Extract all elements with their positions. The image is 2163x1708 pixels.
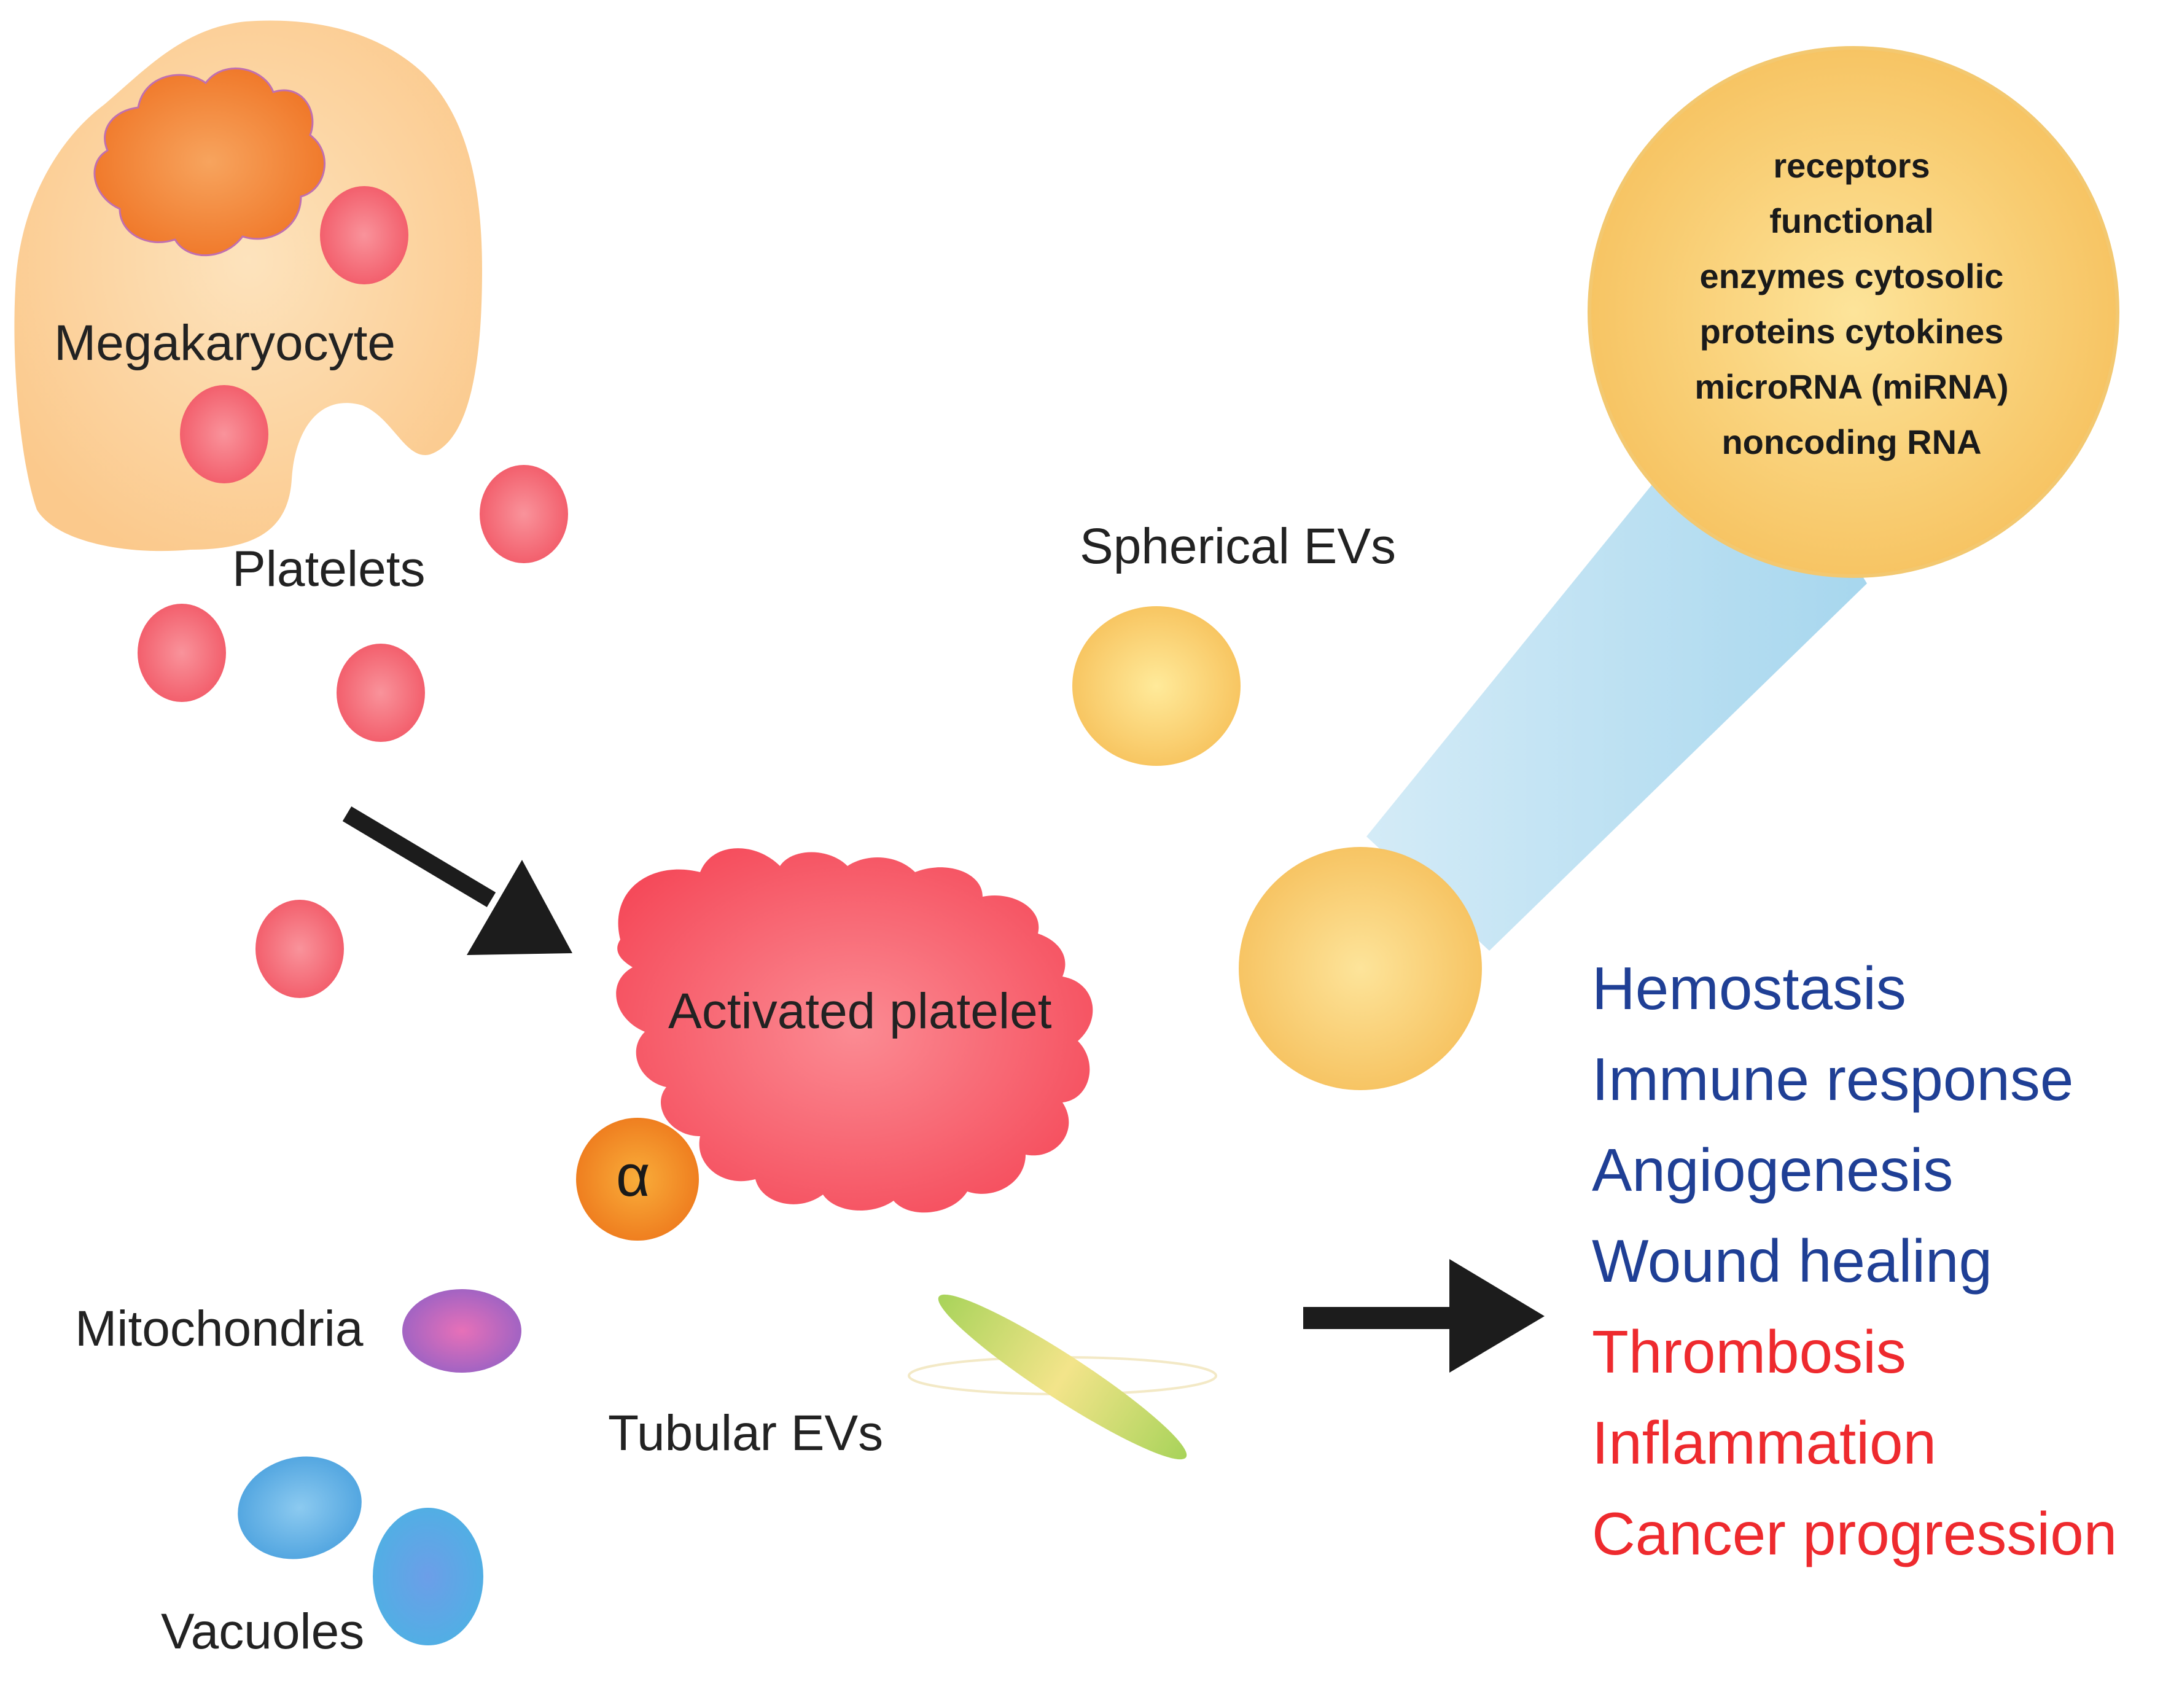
platelet [337,644,425,742]
ev-cargo-zoom-circle [1588,46,2119,578]
functions-list: Hemostasis Immune response Angiogenesis … [1592,943,2117,1579]
label-megakaryocyte: Megakaryocyte [54,315,396,371]
platelet [320,186,408,284]
vacuole [373,1508,483,1645]
vacuole [238,1456,362,1559]
ev-cargo-item: proteins cytokines [1699,312,2004,351]
platelet [138,604,226,702]
function-item: Hemostasis [1592,954,1906,1022]
mitochondria [402,1289,521,1373]
tubular-ev [938,1294,1187,1460]
label-platelets: Platelets [232,541,426,597]
ev-cargo-item: receptors [1773,146,1930,185]
platelet [180,385,268,483]
function-item: Cancer progression [1592,1500,2118,1567]
ev-cargo-list: receptors functional enzymes cytosolic p… [1597,138,2106,470]
arrow-to-functions [1303,1259,1545,1373]
alpha-granule [576,1118,699,1241]
function-item: Immune response [1592,1045,2074,1113]
ev-cargo-item: enzymes cytosolic [1699,257,2004,295]
function-item: Wound healing [1592,1227,1993,1295]
label-spherical-evs: Spherical EVs [1080,518,1397,574]
label-vacuoles: Vacuoles [161,1604,365,1659]
label-alpha-granule: α [616,1143,650,1209]
function-item: Inflammation [1592,1409,1937,1476]
ev-cargo-item: noncoding RNA [1721,423,1982,461]
label-tubular-evs: Tubular EVs [608,1405,884,1461]
label-mitochondria: Mitochondria [75,1301,364,1357]
spherical-ev-large [1239,847,1482,1090]
activated-platelet [616,848,1093,1213]
ev-cargo-item: functional [1769,201,1934,240]
label-activated-platelet: Activated platelet [668,983,1052,1039]
ev-cargo-item: microRNA (miRNA) [1694,367,2009,406]
function-item: Angiogenesis [1592,1136,1954,1204]
platelet [255,900,344,998]
spherical-ev [1072,606,1241,766]
nucleus [93,68,325,257]
function-item: Thrombosis [1592,1318,1906,1386]
arrow-to-activated-platelet [342,806,572,955]
platelet [480,465,568,563]
